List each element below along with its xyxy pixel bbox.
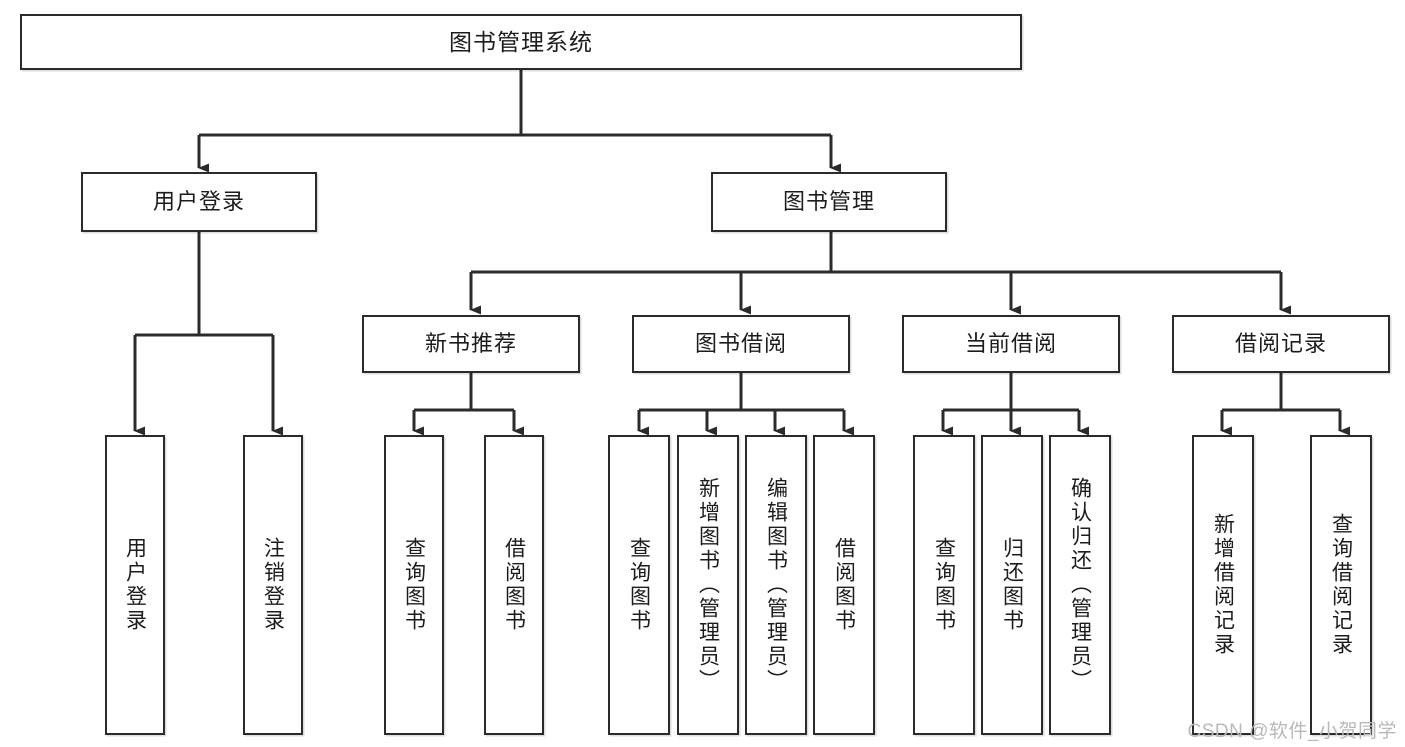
leaf-book-borrow-borrow-book[interactable]: 借阅图书 [813,435,875,735]
node-label: 确认归还（管理员） [1068,477,1092,693]
leaf-current-borrow-confirm-return-admin[interactable]: 确认归还（管理员） [1049,435,1111,735]
node-label: 图书借阅 [694,331,787,357]
node-label: 新书推荐 [424,331,517,357]
node-label: 归还图书 [1000,537,1024,633]
node-label: 当前借阅 [964,331,1057,357]
node-label: 查询图书 [402,537,426,633]
node-label: 借阅图书 [502,537,526,633]
node-borrow-record[interactable]: 借阅记录 [1172,315,1390,373]
node-book-management[interactable]: 图书管理 [711,172,947,232]
node-label: 图书管理 [782,189,875,215]
node-label: 注销登录 [261,537,285,633]
watermark-text: CSDN @软件_小贺同学 [1187,721,1397,742]
leaf-user-login-signout[interactable]: 注销登录 [243,435,303,735]
node-new-book-recommend[interactable]: 新书推荐 [362,315,580,373]
leaf-borrow-record-add-record[interactable]: 新增借阅记录 [1192,435,1254,735]
leaf-book-borrow-edit-book-admin[interactable]: 编辑图书（管理员） [745,435,807,735]
leaf-book-borrow-query-book[interactable]: 查询图书 [608,435,670,735]
node-label: 用户登录 [152,189,245,215]
node-label: 新增图书（管理员） [696,477,720,693]
node-label: 图书管理系统 [449,28,593,55]
node-user-login[interactable]: 用户登录 [81,172,317,232]
leaf-current-borrow-query-book[interactable]: 查询图书 [913,435,975,735]
node-book-borrow[interactable]: 图书借阅 [632,315,850,373]
leaf-new-book-query-book[interactable]: 查询图书 [384,435,444,735]
node-label: 查询图书 [627,537,651,633]
leaf-current-borrow-return-book[interactable]: 归还图书 [981,435,1043,735]
leaf-new-book-borrow-book[interactable]: 借阅图书 [484,435,544,735]
node-label: 新增借阅记录 [1211,513,1235,657]
leaf-borrow-record-query-record[interactable]: 查询借阅记录 [1310,435,1372,735]
node-label: 借阅图书 [832,537,856,633]
node-root-book-management-system[interactable]: 图书管理系统 [20,14,1022,70]
node-label: 查询借阅记录 [1329,513,1353,657]
node-current-borrow[interactable]: 当前借阅 [902,315,1120,373]
leaf-user-login-signin[interactable]: 用户登录 [105,435,165,735]
node-label: 用户登录 [123,537,147,633]
node-label: 查询图书 [932,537,956,633]
node-label: 借阅记录 [1234,331,1327,357]
leaf-book-borrow-add-book-admin[interactable]: 新增图书（管理员） [677,435,739,735]
node-label: 编辑图书（管理员） [764,477,788,693]
